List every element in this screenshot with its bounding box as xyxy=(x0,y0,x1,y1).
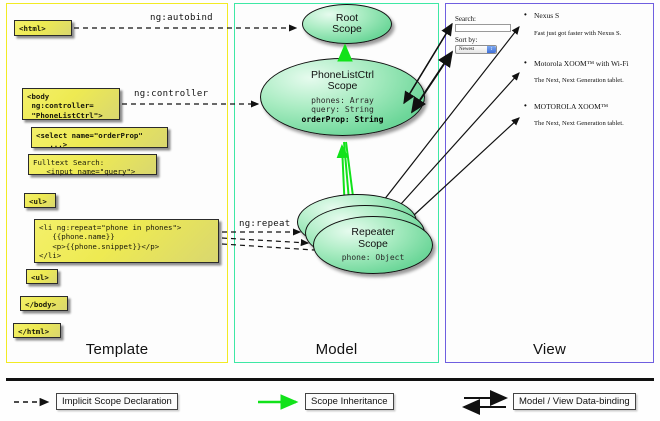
chevron-updown-icon: ↕ xyxy=(487,46,496,53)
code-box-html-close: </html> xyxy=(13,323,61,338)
phone-snippet: The Next, Next Generation tablet. xyxy=(534,77,624,84)
list-bullet: • xyxy=(524,58,527,67)
list-bullet: • xyxy=(524,101,527,110)
panel-view-title: View xyxy=(532,341,567,358)
legend-model-view-data-binding: Model / View Data-binding xyxy=(513,393,636,410)
legend-scope-inheritance: Scope Inheritance xyxy=(305,393,394,410)
phone-snippet: Fast just got faster with Nexus S. xyxy=(534,30,622,37)
view-search-input[interactable] xyxy=(455,24,511,32)
phone-name[interactable]: MOTOROLA XOOM™ xyxy=(534,102,609,111)
code-box-html-open: <html> xyxy=(14,20,72,36)
code-box-ul-close: <ul> xyxy=(26,269,58,284)
panel-template-title: Template xyxy=(85,341,149,358)
scope-repeater-props: phone: Object xyxy=(341,253,405,263)
panel-view: View xyxy=(445,3,654,363)
view-search-label: Search: xyxy=(455,15,476,23)
panel-model: Model xyxy=(234,3,439,363)
phone-snippet: The Next, Next Generation tablet. xyxy=(534,120,624,127)
code-box-search-input: Fulltext Search: <input name="query"> xyxy=(28,154,157,176)
phone-name[interactable]: Nexus S xyxy=(534,11,560,20)
code-box-body-open: <body ng:controller= "PhoneListCtrl"> xyxy=(22,88,120,120)
view-sort-label: Sort by: xyxy=(455,36,478,44)
list-bullet: • xyxy=(524,10,527,19)
code-box-body-close: </body> xyxy=(20,296,68,311)
legend-divider xyxy=(6,378,654,381)
legend-glyph-databinding xyxy=(462,390,508,415)
legend-implicit-scope-declaration: Implicit Scope Declaration xyxy=(56,393,178,410)
code-box-li-repeat: <li ng:repeat="phone in phones"> {{phone… xyxy=(34,219,219,263)
code-box-select-tag: <select name="orderProp" ...> xyxy=(31,127,168,149)
edge-label-controller: ng:controller xyxy=(134,89,209,99)
edge-label-autobind: ng:autobind xyxy=(150,13,213,23)
edge-label-repeat: ng:repeat xyxy=(239,219,291,229)
view-sort-selected-value: Newest xyxy=(459,47,474,52)
view-sort-select[interactable]: Newest ↕ xyxy=(455,45,497,54)
phone-name[interactable]: Motorola XOOM™ with Wi-Fi xyxy=(534,59,629,68)
panel-model-title: Model xyxy=(315,341,358,358)
code-box-ul-open: <ul> xyxy=(24,193,56,208)
